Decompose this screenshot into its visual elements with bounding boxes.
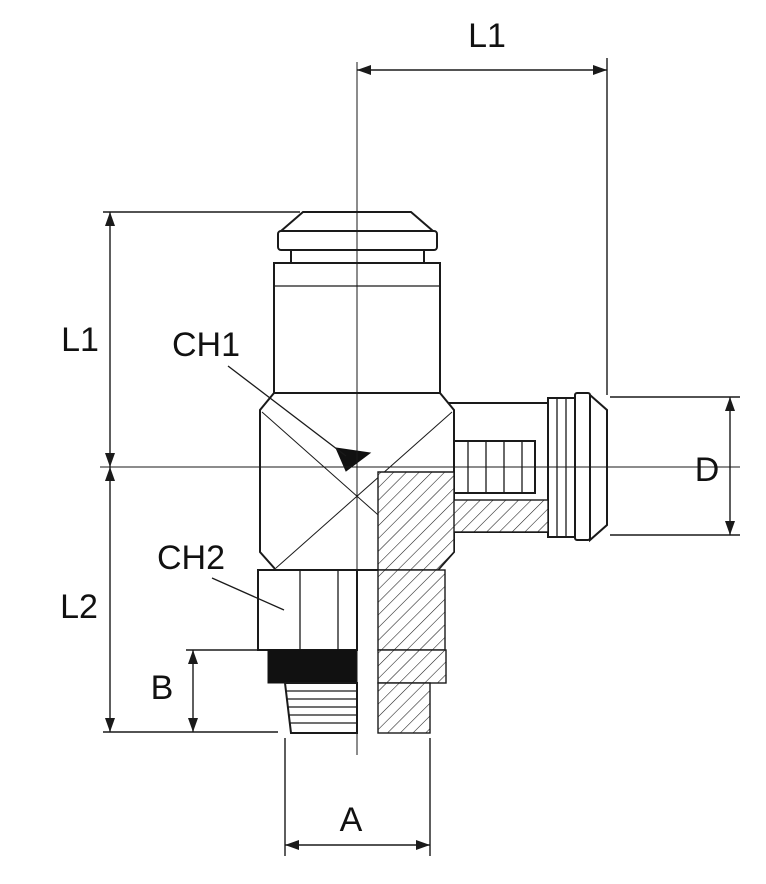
leader-line bbox=[211, 577, 285, 611]
callout-label-ch1: CH1 bbox=[172, 326, 240, 364]
hatch-block-lower bbox=[377, 471, 455, 571]
arrowhead-right bbox=[593, 65, 607, 75]
dimension-top-l1: L1 bbox=[357, 17, 608, 395]
threaded-end bbox=[257, 569, 358, 734]
arrowhead-down bbox=[725, 521, 735, 535]
dimension-label-l2: L2 bbox=[60, 588, 98, 626]
ch1-wrench-flat-mark bbox=[335, 447, 372, 472]
hex-nut bbox=[257, 569, 358, 651]
dimension-label-l1-top: L1 bbox=[468, 17, 506, 55]
arrowhead-down bbox=[105, 718, 115, 732]
dimension-label-d: D bbox=[695, 451, 720, 489]
callout-label-ch2: CH2 bbox=[157, 539, 225, 577]
dimension-d: D bbox=[610, 396, 740, 536]
arrowhead-up bbox=[105, 212, 115, 226]
arrowhead-right bbox=[416, 840, 430, 850]
hatch-seal-level bbox=[377, 649, 447, 684]
arrowhead-left bbox=[357, 65, 371, 75]
dimension-left-l2: L2 bbox=[60, 467, 278, 733]
dimension-a: A bbox=[284, 738, 431, 856]
arrowhead-up bbox=[105, 467, 115, 481]
arrowhead-left bbox=[285, 840, 299, 850]
arrowhead-down bbox=[188, 718, 198, 732]
dimension-label-l1-left: L1 bbox=[61, 321, 99, 359]
leader-line bbox=[227, 365, 347, 457]
hatch-thread-level bbox=[377, 682, 431, 734]
dimension-label-b: B bbox=[151, 669, 174, 707]
dimension-left-l1: L1 bbox=[61, 211, 300, 467]
hatch-nut-level bbox=[377, 569, 446, 651]
callout-ch2: CH2 bbox=[157, 539, 285, 611]
dimension-label-a: A bbox=[340, 801, 363, 839]
arrowhead-down bbox=[105, 453, 115, 467]
dimension-b: B bbox=[151, 649, 266, 732]
block-facet-line bbox=[275, 411, 453, 569]
section-hatching bbox=[377, 471, 549, 734]
callout-ch1: CH1 bbox=[172, 326, 347, 457]
arrowhead-up bbox=[188, 650, 198, 664]
seal-ring bbox=[267, 649, 358, 684]
arrowhead-up bbox=[725, 397, 735, 411]
